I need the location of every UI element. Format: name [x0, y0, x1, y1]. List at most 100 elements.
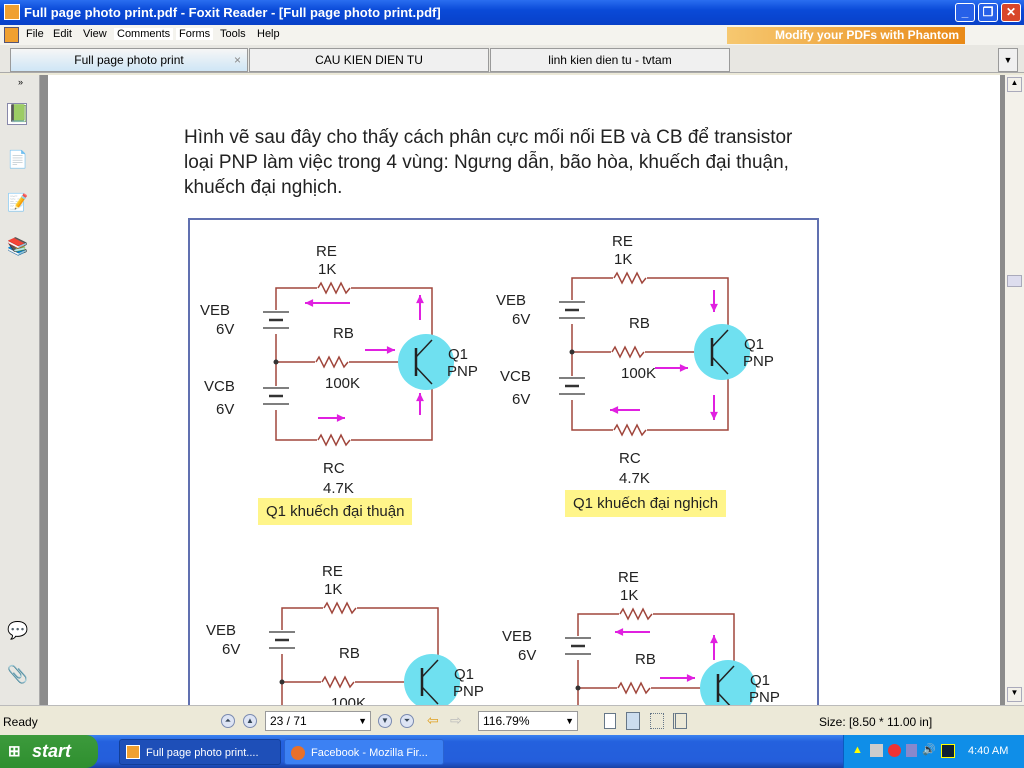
circuit-label-rb-val: 100K	[331, 695, 367, 705]
taskbar: ⊞start Full page photo print.... Faceboo…	[0, 735, 1024, 768]
arrow-head-icon	[610, 406, 619, 414]
navigation-sidebar: » 📗 📄 📝 📚 💬 📎	[0, 75, 40, 705]
arrow-head-icon	[416, 295, 424, 304]
tab-cau-kien-dien-tu[interactable]: CAU KIEN DIEN TU	[249, 48, 489, 72]
back-arrow-icon[interactable]: ⇦	[427, 712, 439, 728]
arrow-head-icon	[386, 346, 395, 354]
tab-full-page-photo-print[interactable]: Full page photo print ×	[10, 48, 248, 72]
scroll-up-button[interactable]: ▲	[1007, 77, 1022, 92]
scroll-down-button[interactable]: ▼	[1007, 687, 1022, 702]
page-number-field[interactable]: 23 / 71▼	[265, 711, 371, 731]
battery-gap	[268, 630, 296, 654]
circuit-label-q: Q1	[744, 336, 765, 353]
last-page-button[interactable]: ⏷	[400, 714, 414, 728]
wireless-icon[interactable]	[941, 744, 955, 758]
circuit-label-re: RE	[316, 243, 337, 260]
battery-gap	[558, 300, 586, 324]
continuous-page-icon[interactable]	[626, 712, 640, 730]
start-label: start	[32, 741, 72, 761]
transistor-collector	[415, 366, 433, 385]
re-resistor	[317, 281, 351, 295]
first-page-button[interactable]: ⏶	[221, 714, 235, 728]
junction-dot	[273, 359, 279, 365]
circuit-label-veb-val: 6V	[216, 321, 235, 338]
continuous-facing-icon[interactable]	[673, 713, 687, 729]
circuit-label-veb-val: 6V	[512, 311, 531, 328]
close-button[interactable]: ✕	[1001, 3, 1021, 22]
battery-gap	[558, 376, 586, 400]
circuit-label-rb: RB	[635, 651, 656, 668]
circuit-label-re-val: 1K	[620, 587, 639, 604]
facing-pages-icon[interactable]	[650, 713, 664, 729]
rb-resistor	[611, 345, 645, 359]
expand-sidebar-icon[interactable]: »	[18, 77, 24, 87]
circuit-label-rc-val: 4.7K	[619, 470, 650, 487]
menu-file[interactable]: File	[26, 28, 44, 40]
layers-icon[interactable]: 📝	[7, 193, 29, 212]
transistor-emitter	[421, 659, 439, 678]
circuit-label-rb: RB	[333, 325, 354, 342]
transistor-emitter	[415, 339, 433, 358]
paperclip-icon[interactable]: 📎	[7, 665, 29, 684]
menu-comments[interactable]: Comments	[114, 28, 174, 40]
warning-icon[interactable]: ▲	[852, 744, 863, 756]
circuit-caption: Q1 khuếch đại thuận	[258, 498, 413, 525]
junction-dot	[569, 349, 575, 355]
circuit-label-re-val: 1K	[318, 261, 337, 278]
menu-forms[interactable]: Forms	[176, 28, 214, 40]
network-icon[interactable]	[906, 744, 917, 757]
arrow-head-icon	[686, 674, 695, 682]
transistor-collector	[421, 686, 439, 705]
scroll-thumb[interactable]	[1007, 275, 1022, 287]
circuit-label-rb: RB	[339, 645, 360, 662]
menu-help[interactable]: Help	[257, 28, 280, 40]
chevron-down-icon[interactable]: ▼	[565, 716, 574, 726]
circuit-label-rc: RC	[619, 450, 641, 467]
attachments-panel-icon[interactable]: 📚	[7, 237, 29, 256]
transistor-emitter	[717, 665, 735, 684]
transistor-q1	[694, 324, 750, 380]
zoom-level: 116.79%	[483, 714, 530, 728]
pages-icon[interactable]: 📄	[7, 150, 29, 169]
transistor-q1	[404, 654, 460, 705]
task-label: Full page photo print....	[146, 747, 259, 759]
rc-resistor	[613, 423, 647, 437]
tab-close-icon[interactable]: ×	[233, 53, 241, 67]
forward-arrow-icon[interactable]: ⇨	[450, 712, 462, 728]
next-page-button[interactable]: ▼	[378, 714, 392, 728]
single-page-icon[interactable]	[604, 713, 616, 729]
menu-tools[interactable]: Tools	[220, 28, 246, 40]
vertical-scrollbar[interactable]: ▲ ▼	[1005, 75, 1024, 705]
circuit-caption: Q1 khuếch đại nghịch	[565, 490, 727, 517]
menu-edit[interactable]: Edit	[53, 28, 72, 40]
paragraph-line: Hình vẽ sau đây cho thấy cách phân cực m…	[184, 127, 793, 148]
arrow-head-icon	[710, 635, 718, 644]
junction-dot	[575, 685, 581, 691]
taskbar-item-foxit[interactable]: Full page photo print....	[119, 739, 281, 765]
volume-icon[interactable]: 🔊	[922, 744, 936, 756]
rc-resistor	[317, 433, 351, 447]
tab-list-dropdown[interactable]: ▼	[998, 48, 1018, 72]
previous-page-button[interactable]: ▲	[243, 714, 257, 728]
restore-button[interactable]: ❐	[978, 3, 998, 22]
minimize-button[interactable]: _	[955, 3, 975, 22]
battery-gap	[262, 310, 290, 334]
arrow-head-icon	[679, 364, 688, 372]
re-resistor	[619, 607, 653, 621]
tab-linh-kien-dien-tu[interactable]: linh kien dien tu - tvtam	[490, 48, 730, 72]
antivirus-icon[interactable]	[888, 744, 901, 757]
circuit-label-veb: VEB	[502, 628, 533, 645]
phantom-promo-banner[interactable]: Modify your PDFs with Phantom	[727, 27, 965, 44]
tray-app-icon[interactable]	[870, 744, 883, 757]
bookmarks-icon[interactable]: 📗	[7, 103, 30, 125]
tab-label: Full page photo print	[74, 53, 184, 67]
taskbar-item-firefox[interactable]: Facebook - Mozilla Fir...	[284, 739, 444, 765]
comments-icon[interactable]: 💬	[7, 621, 29, 640]
menu-view[interactable]: View	[83, 28, 107, 40]
circuit-label-type: PNP	[453, 683, 484, 700]
zoom-field[interactable]: 116.79% ▼	[478, 711, 578, 731]
circuit-label-type: PNP	[743, 353, 774, 370]
circuit-label-veb: VEB	[496, 292, 527, 309]
start-button[interactable]: ⊞start	[0, 735, 98, 768]
chevron-down-icon[interactable]: ▼	[358, 716, 367, 726]
